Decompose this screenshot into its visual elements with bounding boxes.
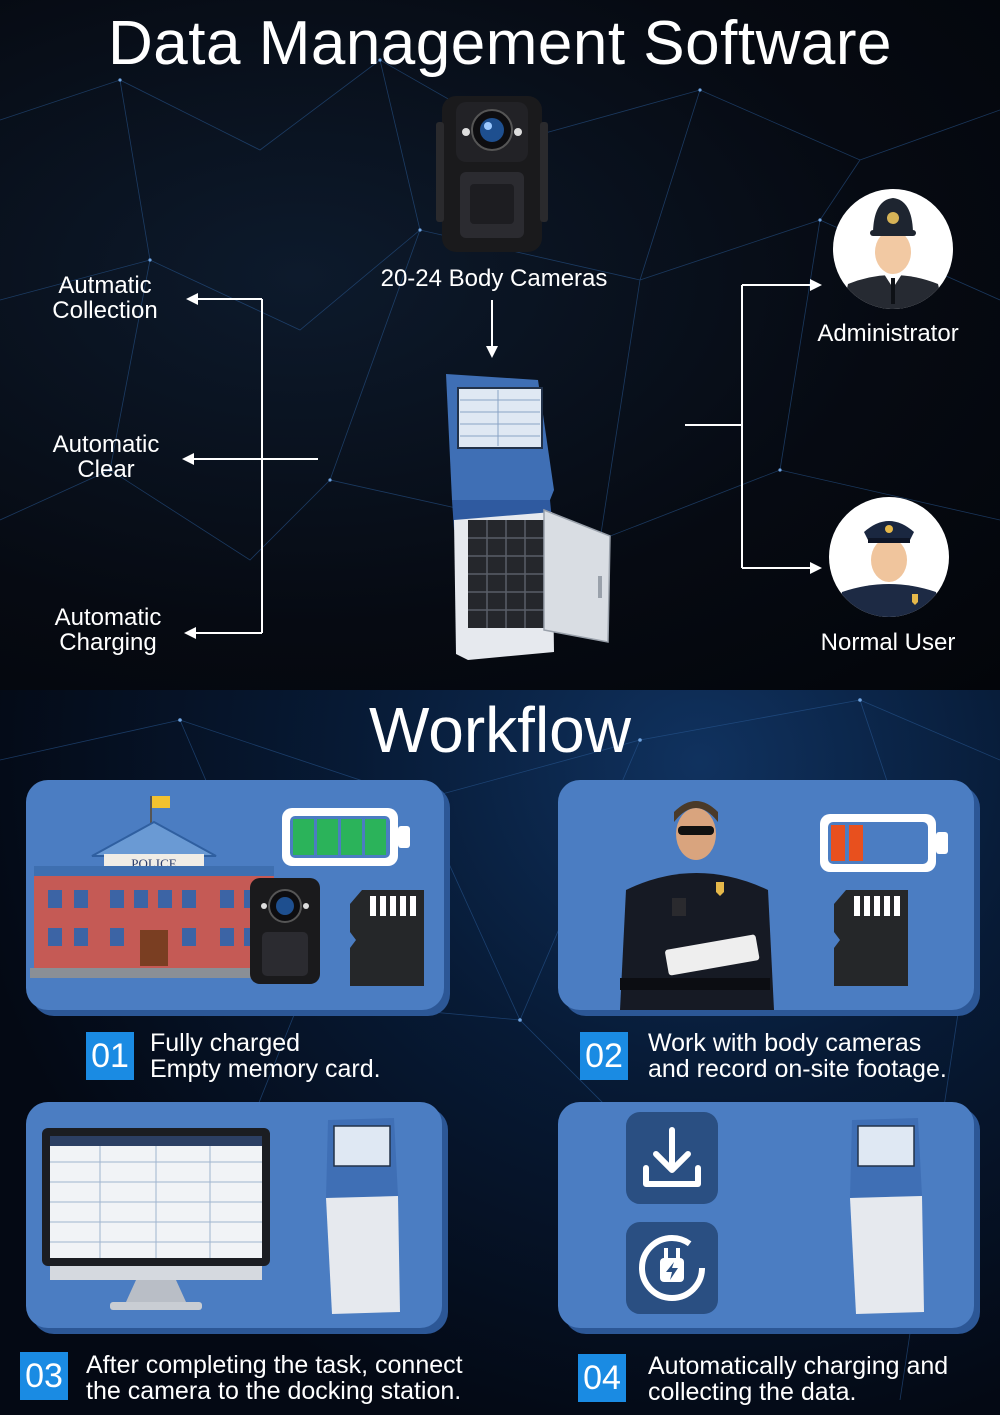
step-02-number: 02 xyxy=(580,1032,628,1080)
normal-user-avatar xyxy=(829,497,949,617)
left-item-charging-line1: Automatic xyxy=(54,604,162,631)
charging-plug-icon xyxy=(626,1222,718,1314)
step-01-camera-image xyxy=(250,878,320,984)
police-station-image: POLICE xyxy=(30,796,280,978)
body-camera-image xyxy=(436,96,548,252)
step-01-card: POLICE xyxy=(26,780,444,1010)
step-02-caption: Work with body cameras and record on-sit… xyxy=(648,1030,947,1082)
step-03-caption: After completing the task, connect the c… xyxy=(86,1352,463,1404)
left-item-clear: Automatic Clear xyxy=(30,432,182,482)
battery-low-icon xyxy=(820,814,948,872)
left-item-charging: Automatic Charging xyxy=(32,605,184,655)
step-04-line1: Automatically charging and xyxy=(648,1352,949,1380)
docking-station-image-4 xyxy=(850,1118,924,1314)
diagram-connectors xyxy=(182,279,822,639)
administrator-label: Administrator xyxy=(817,320,959,347)
step-01-number: 01 xyxy=(86,1032,134,1080)
left-item-clear-line1: Automatic xyxy=(52,431,160,458)
step-04-line2: collecting the data. xyxy=(648,1378,857,1406)
step-01-line2: Empty memory card. xyxy=(150,1055,381,1083)
camera-label: 20-24 Body Cameras xyxy=(380,265,608,292)
left-item-collection-line1: Autmatic xyxy=(58,272,152,299)
step-03-card xyxy=(26,1102,442,1328)
step-04-number: 04 xyxy=(578,1354,626,1402)
docking-station-image-3 xyxy=(326,1118,400,1314)
officer-image xyxy=(620,801,774,1010)
administrator-avatar xyxy=(833,189,953,309)
step-01-caption: Fully charged Empty memory card. xyxy=(150,1030,381,1082)
page-title: Data Management Software xyxy=(108,9,892,78)
memory-card-icon xyxy=(350,890,424,986)
monitor-image xyxy=(42,1128,270,1310)
workflow-title: Workflow xyxy=(369,694,631,766)
normal-user-label: Normal User xyxy=(820,629,956,656)
step-02-line1: Work with body cameras xyxy=(648,1029,922,1057)
docking-station-image xyxy=(446,374,611,660)
step-02-card xyxy=(558,780,974,1010)
left-item-clear-line2: Clear xyxy=(77,456,135,483)
step-03-number: 03 xyxy=(20,1352,68,1400)
memory-card-icon-2 xyxy=(834,890,908,986)
left-item-collection-line2: Collection xyxy=(52,297,158,324)
left-item-charging-line2: Charging xyxy=(59,629,157,656)
battery-full-icon xyxy=(282,808,410,866)
step-03-line1: After completing the task, connect xyxy=(86,1351,463,1379)
step-04-card xyxy=(558,1102,974,1328)
step-03-line2: the camera to the docking station. xyxy=(86,1377,462,1405)
left-item-collection: Autmatic Collection xyxy=(30,273,180,323)
download-icon xyxy=(626,1112,718,1204)
step-04-caption: Automatically charging and collecting th… xyxy=(648,1353,948,1405)
step-02-line2: and record on-site footage. xyxy=(648,1055,947,1083)
step-01-line1: Fully charged xyxy=(150,1029,301,1057)
